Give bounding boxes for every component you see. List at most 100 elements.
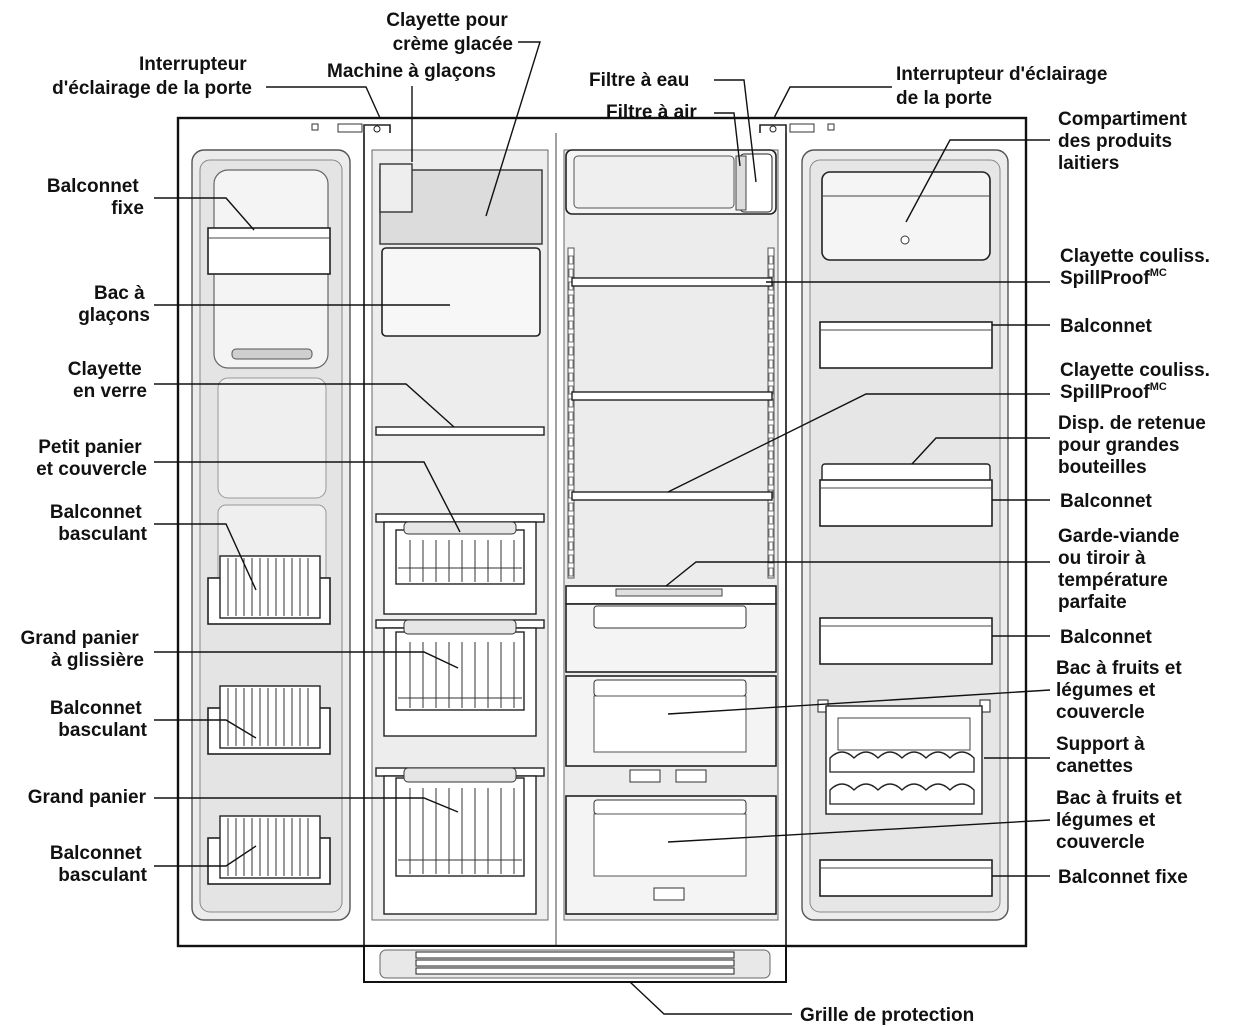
label-line: Balconnet (1060, 627, 1153, 648)
trademark: MC (1150, 267, 1167, 279)
label-door-light-switch-right: Interrupteur d'éclairage de la porte (896, 64, 1113, 109)
rail-slot (568, 398, 574, 408)
base-grille (363, 945, 787, 983)
rail-slot (568, 541, 574, 551)
rail-slot (768, 567, 774, 577)
label-line: Interrupteur (139, 54, 247, 75)
label-ice-cream-shelf: Clayette pour crème glacée (386, 10, 513, 55)
large-slide-basket (375, 619, 545, 737)
rail-slot (568, 528, 574, 538)
door-bin-3 (819, 617, 993, 665)
label-line: SpillProof (1060, 268, 1150, 289)
rail-slot (568, 424, 574, 434)
rail-slot (568, 476, 574, 486)
label-door-bin-2: Balconnet (1060, 491, 1153, 512)
label-line: canettes (1056, 756, 1133, 777)
label-small-basket: Petit panier et couvercle (36, 437, 147, 480)
label-line: Bac à fruits et (1056, 658, 1182, 679)
label-line: Clayette couliss. (1060, 246, 1210, 267)
meat-drawer (565, 585, 777, 673)
rail-slot (768, 346, 774, 356)
label-line: Petit panier (38, 437, 142, 458)
label-ice-maker: Machine à glaçons (327, 61, 496, 82)
rail-slot (768, 502, 774, 512)
rail-slot (768, 554, 774, 564)
rail-slot (768, 515, 774, 525)
small-basket (375, 513, 545, 615)
label-line: couvercle (1056, 832, 1145, 853)
large-basket (375, 767, 545, 915)
rail-slot (768, 255, 774, 265)
fresh-food-compartment (563, 149, 779, 921)
rail-slot (568, 385, 574, 395)
tilt-bin-1 (207, 555, 331, 625)
rail-slot (768, 359, 774, 369)
door-switch-left (373, 125, 381, 133)
label-line: basculant (58, 524, 147, 545)
ice-bin (381, 247, 541, 337)
rail-slot (768, 333, 774, 343)
label-spillproof-shelf-1: Clayette couliss. SpillProofMC (1060, 246, 1215, 289)
trademark: MC (1150, 381, 1167, 393)
rail-slot (768, 476, 774, 486)
label-line: Balconnet (50, 698, 143, 719)
label-fixed-bin-right: Balconnet fixe (1058, 867, 1188, 888)
label-bottle-retainer: Disp. de retenue pour grandes bouteilles (1058, 413, 1211, 478)
label-line: Balconnet (50, 502, 143, 523)
label-line: Grille de protection (800, 1005, 974, 1026)
door-bin-2 (819, 479, 993, 527)
label-line: Machine à glaçons (327, 61, 496, 82)
rail-slot (568, 450, 574, 460)
ice-maker (379, 163, 413, 213)
label-line: couvercle (1056, 702, 1145, 723)
leader-lines (154, 41, 1051, 1015)
spillproof-shelf-2 (571, 391, 773, 401)
label-line: des produits (1058, 131, 1172, 152)
label-line: Filtre à air (606, 102, 697, 123)
crisper-drawer-2 (565, 795, 777, 915)
rail-slot (568, 502, 574, 512)
rail-slot (768, 463, 774, 473)
label-glass-shelf: Clayette en verre (68, 359, 147, 402)
rail-slot (568, 307, 574, 317)
label-line: Balconnet (1060, 491, 1153, 512)
label-line: glaçons (78, 305, 150, 326)
label-water-filter: Filtre à eau (589, 70, 689, 91)
label-line: basculant (58, 865, 147, 886)
label-line: Clayette couliss. (1060, 360, 1210, 381)
labels: Interrupteur d'éclairage de la porte Cla… (20, 10, 1215, 1026)
label-line: laitiers (1058, 153, 1119, 174)
label-line: Balconnet fixe (1058, 867, 1188, 888)
door-bin-1 (819, 321, 993, 369)
label-line: d'éclairage de la porte (52, 78, 252, 99)
rail-slot (768, 294, 774, 304)
dairy-compartment (821, 171, 991, 261)
spillproof-shelf-1 (571, 277, 773, 287)
label-line: à glissière (51, 650, 144, 671)
freezer-door (191, 149, 351, 921)
label-line: Bac à (94, 283, 145, 304)
rail-slot (768, 528, 774, 538)
rail-slot (568, 411, 574, 421)
label-line: pour grandes (1058, 435, 1179, 456)
label-door-bin-3: Balconnet (1060, 627, 1153, 648)
label-base-grille: Grille de protection (800, 1005, 974, 1026)
label-can-rack: Support à canettes (1056, 734, 1150, 777)
label-tilt-bin-2: Balconnet basculant (50, 698, 148, 741)
label-line: Grand panier (28, 787, 147, 808)
label-line: Grand panier (20, 628, 139, 649)
label-air-filter: Filtre à air (606, 102, 697, 123)
label-large-slide-basket: Grand panier à glissière (20, 628, 144, 671)
label-line: ou tiroir à (1058, 548, 1146, 569)
label-line: Bac à fruits et (1056, 788, 1182, 809)
label-line: de la porte (896, 88, 992, 109)
rail-slot (568, 437, 574, 447)
label-door-bin-1: Balconnet (1060, 316, 1153, 337)
label-large-basket: Grand panier (28, 787, 147, 808)
door-switch-right (769, 125, 777, 133)
label-line: légumes et (1056, 680, 1156, 701)
tilt-bin-2 (207, 685, 331, 755)
rail-slot (768, 541, 774, 551)
label-ice-bin: Bac à glaçons (78, 283, 150, 326)
